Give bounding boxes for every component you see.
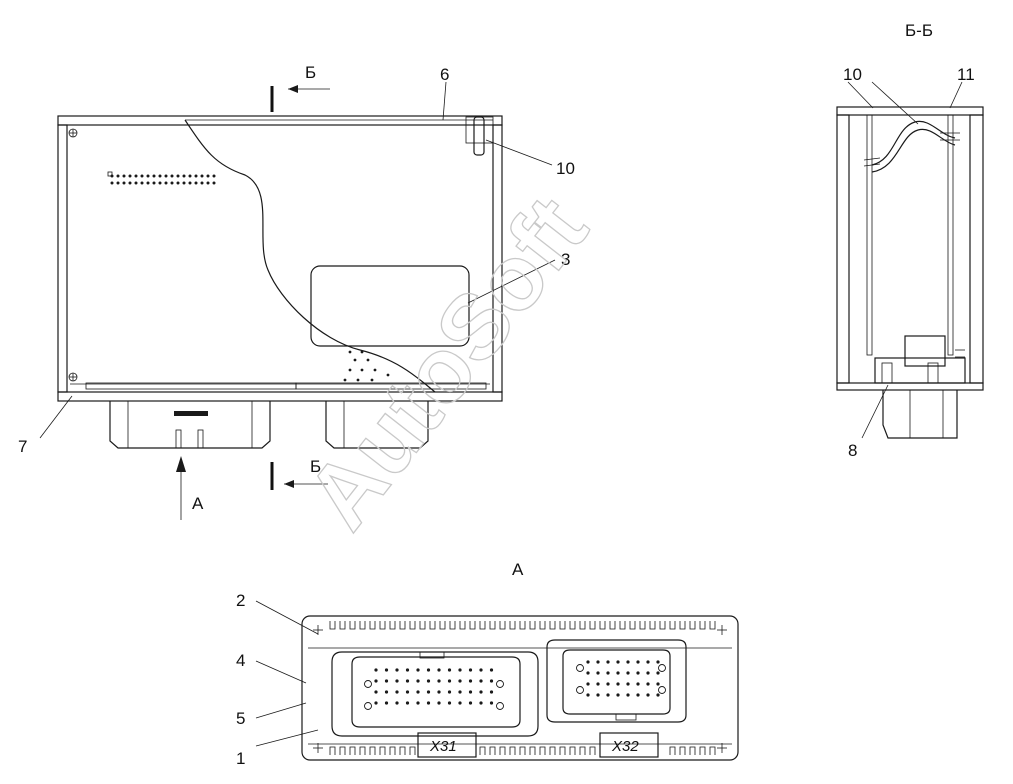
callout-3: 3	[561, 250, 570, 269]
callout-10-main: 10	[556, 159, 575, 178]
connector-x31-label: X31	[429, 738, 457, 755]
bottom-wall	[57, 391, 503, 402]
callout-7: 7	[18, 437, 27, 456]
housing-outline	[301, 615, 739, 761]
cutaway-curve	[184, 119, 436, 393]
callout-5: 5	[236, 709, 245, 728]
section-title: Б-Б	[905, 21, 933, 40]
connector-x32-label: X32	[611, 738, 639, 755]
section-mark-bottom: Б	[310, 457, 321, 476]
view-arrow-icon	[176, 456, 186, 472]
corner-screw	[473, 116, 485, 156]
screw-icon	[68, 372, 78, 382]
top-wall	[57, 115, 503, 126]
x31-pins	[364, 668, 504, 710]
connector-x32-outline	[546, 639, 687, 723]
view-title: А	[512, 560, 524, 579]
callout-2: 2	[236, 591, 245, 610]
main-view	[39, 81, 556, 520]
wire	[871, 120, 956, 166]
x32-pins	[576, 660, 666, 697]
callout-10-section: 10	[843, 65, 862, 84]
pin-header	[107, 171, 216, 185]
callout-6: 6	[440, 65, 449, 84]
watermark-text: AutoSoft	[287, 179, 606, 548]
connector-x31-housing	[109, 401, 271, 449]
callout-1: 1	[236, 749, 245, 768]
view-arrow-label: А	[192, 494, 204, 513]
x32-label-box	[599, 732, 659, 758]
bottom-view	[255, 600, 739, 761]
section-mark-top: Б	[305, 63, 316, 82]
callout-11: 11	[957, 65, 975, 84]
section-view	[836, 81, 984, 439]
section-arrow-icon	[288, 85, 298, 93]
x31-label-box	[417, 732, 477, 758]
component-dots	[343, 350, 390, 382]
left-wall	[57, 124, 68, 393]
screw-icon	[68, 128, 78, 138]
callout-8: 8	[848, 441, 857, 460]
connector-x32-housing	[325, 401, 429, 449]
section-arrow-icon	[284, 480, 294, 488]
label-plate	[310, 265, 470, 347]
callout-4: 4	[236, 651, 245, 670]
connector-x31-outline	[331, 651, 539, 737]
right-wall	[492, 124, 503, 393]
